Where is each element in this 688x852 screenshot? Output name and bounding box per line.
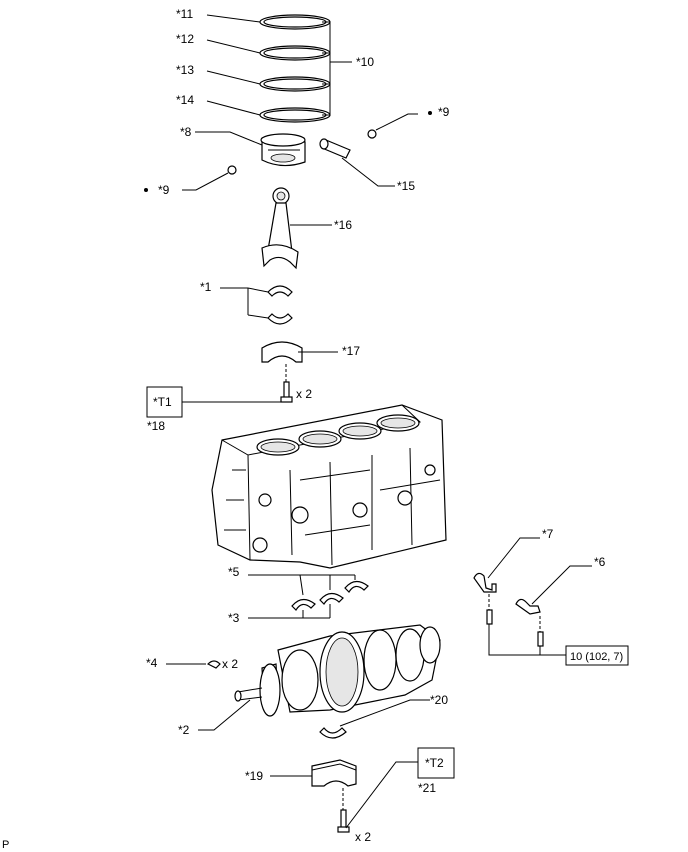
oil-jet-7 — [473, 572, 497, 593]
piston-ring-12 — [259, 45, 331, 61]
main-bearing-upper-3 — [344, 580, 369, 593]
rod-bearing-lower — [267, 313, 293, 325]
snap-ring-left — [227, 165, 237, 175]
label-part-9-right: *9 — [438, 105, 450, 119]
label-part-8: *8 — [180, 125, 192, 139]
label-part-7: *7 — [542, 527, 554, 541]
label-part-17: *17 — [342, 344, 360, 358]
rod-bolt — [280, 364, 293, 403]
label-part-13: *13 — [176, 63, 194, 77]
label-part-18: *18 — [147, 419, 165, 433]
label-part-11: *11 — [176, 7, 193, 21]
label-part-1: *1 — [200, 280, 212, 294]
label-part-16: *16 — [334, 218, 352, 232]
label-part-5: *5 — [228, 565, 240, 579]
label-part-4: *4 — [146, 656, 158, 670]
marker-dot-9-left — [144, 188, 148, 192]
label-part-6: *6 — [594, 555, 606, 569]
piston-ring-14 — [259, 107, 331, 123]
torque-spec-box — [565, 645, 629, 666]
lower-main-bearing — [319, 727, 347, 739]
label-qty-rod-bolt: x 2 — [296, 387, 312, 401]
connecting-rod — [261, 187, 299, 270]
label-part-14: *14 — [176, 93, 194, 107]
crankshaft — [234, 624, 441, 717]
label-qty-cap-bolt: x 2 — [355, 830, 371, 844]
cylinder-block — [211, 404, 447, 569]
label-torque-spec: 10 (102, 7) — [570, 651, 623, 663]
label-part-2: *2 — [178, 723, 190, 737]
rod-bearing-upper — [267, 285, 293, 297]
main-bearing-upper-2 — [319, 592, 344, 605]
label-part-3: *3 — [228, 611, 240, 625]
label-tool-T1: *T1 — [153, 395, 172, 409]
corner-mark: P — [2, 839, 9, 851]
oil-jet-bolt-7 — [486, 609, 493, 625]
label-part-10: *10 — [356, 55, 374, 69]
label-tool-T2: *T2 — [425, 756, 444, 770]
oil-jet-6 — [515, 598, 541, 615]
crankshaft-key — [206, 660, 221, 669]
tool-box-T2 — [417, 747, 455, 779]
oil-jet-bolt-6 — [537, 631, 544, 647]
piston — [260, 133, 306, 167]
label-part-15: *15 — [397, 179, 415, 193]
snap-ring-right — [367, 129, 377, 139]
piston-ring-11 — [259, 14, 331, 30]
label-part-12: *12 — [176, 32, 194, 46]
label-part-9-left: *9 — [158, 183, 170, 197]
main-bearing-cap-bolt — [337, 788, 350, 833]
connecting-rod-cap — [261, 341, 303, 363]
marker-dot-9-right — [428, 111, 432, 115]
label-qty-key: x 2 — [222, 657, 238, 671]
piston-pin — [319, 138, 351, 159]
label-part-21: *21 — [418, 781, 436, 795]
label-part-19: *19 — [245, 769, 263, 783]
label-part-20: *20 — [430, 693, 448, 707]
piston-ring-13 — [259, 76, 331, 92]
main-bearing-cap — [311, 759, 357, 787]
main-bearing-upper-1 — [291, 598, 316, 611]
